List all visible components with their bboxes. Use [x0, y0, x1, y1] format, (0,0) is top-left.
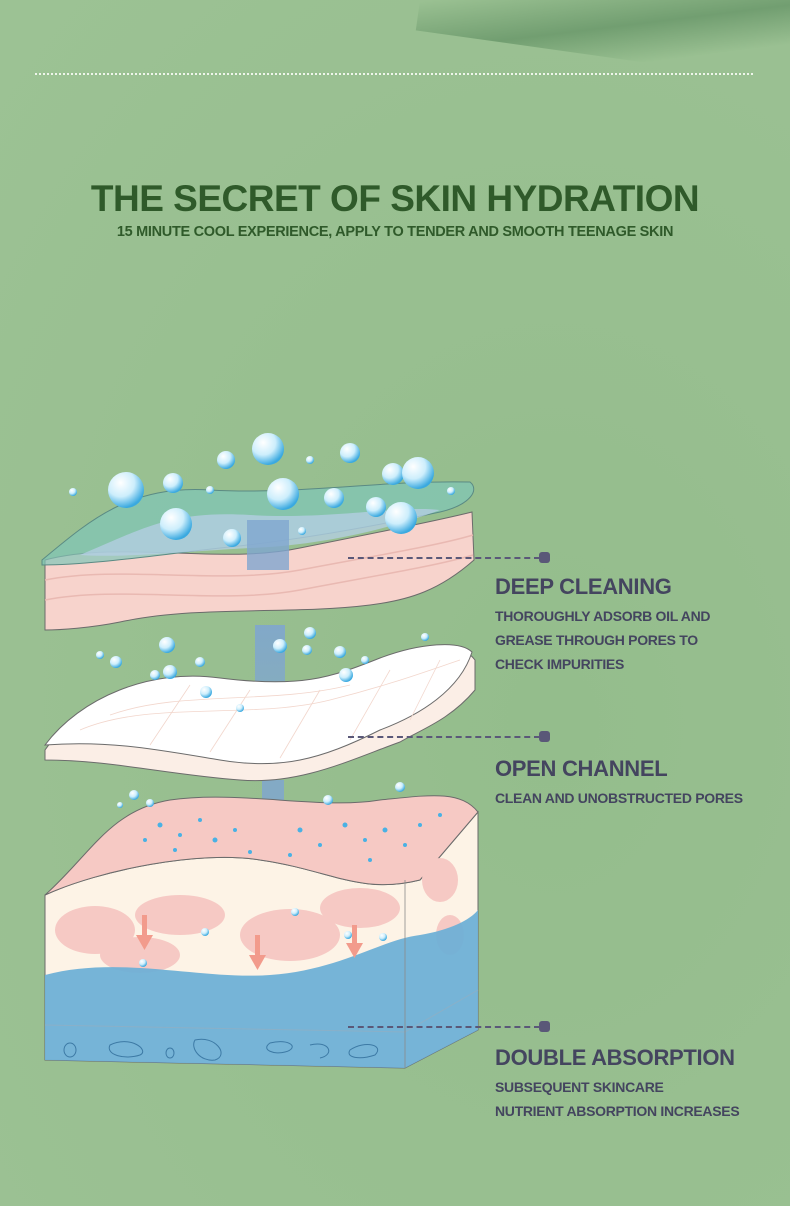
callout-double-absorption: DOUBLE ABSORPTION SUBSEQUENT SKINCARE NU… [495, 1045, 740, 1123]
skin-block [44, 795, 479, 1069]
callout-heading: DEEP CLEANING [495, 574, 672, 599]
leader-dot-icon [539, 552, 550, 563]
leader-dot-icon [539, 1021, 550, 1032]
leader-dot-icon [539, 731, 550, 742]
water-bubbles [69, 433, 455, 967]
page-subtitle: 15 MINUTE COOL EXPERIENCE, APPLY TO TEND… [116, 224, 674, 240]
callout-line: SUBSEQUENT SKINCARE [495, 1079, 664, 1095]
callout-heading: OPEN CHANNEL [495, 756, 668, 781]
small-bubbles [143, 813, 442, 862]
leader-line-deep-cleaning [348, 557, 540, 559]
leader-line-open-channel [348, 736, 540, 738]
callout-line: CLEAN AND UNOBSTRUCTED PORES [495, 790, 743, 806]
callout-line: NUTRIENT ABSORPTION INCREASES [495, 1103, 740, 1119]
absorption-arrows-icon [136, 915, 363, 970]
decorative-streak [415, 0, 790, 89]
callout-deep-cleaning: DEEP CLEANING THOROUGHLY ADSORB OIL AND … [495, 574, 711, 676]
leader-line-double-absorption [348, 1026, 540, 1028]
page-title: THE SECRET OF SKIN HYDRATION [90, 178, 700, 219]
mask-sheet [43, 644, 476, 782]
callout-open-channel: OPEN CHANNEL CLEAN AND UNOBSTRUCTED PORE… [495, 756, 743, 810]
callout-line: THOROUGHLY ADSORB OIL AND [495, 608, 711, 624]
dotted-divider [35, 73, 753, 75]
callout-heading: DOUBLE ABSORPTION [495, 1045, 735, 1070]
skin-layers-illustration [41, 433, 479, 1069]
callout-line: GREASE THROUGH PORES TO [495, 632, 698, 648]
callout-line: CHECK IMPURITIES [495, 656, 624, 672]
